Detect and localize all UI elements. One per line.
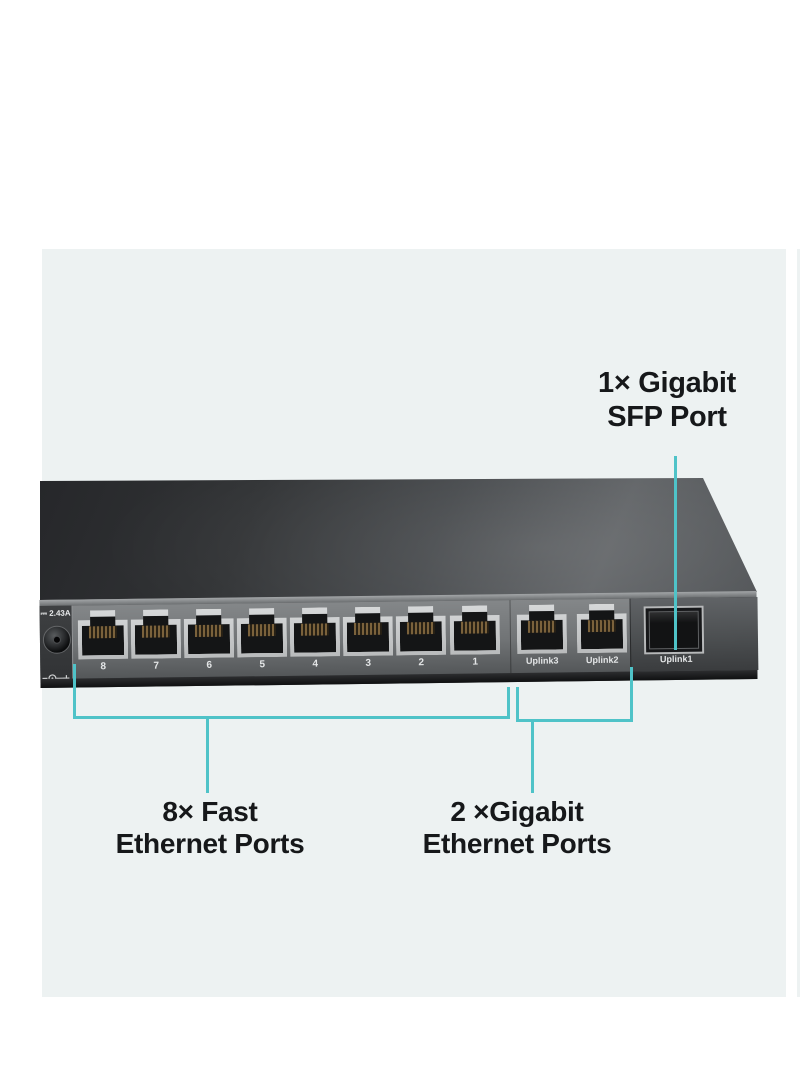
adjacent-image-sliver [797, 249, 800, 997]
fast-bracket-right [507, 687, 510, 719]
port-label-uplink3: Uplink3 [525, 655, 559, 666]
rj45-port-uplink3 [517, 604, 568, 654]
fast-bracket-horizontal [73, 716, 510, 719]
switch-top-sheen [40, 478, 757, 600]
port-label-uplink1: Uplink1 [659, 653, 693, 665]
rj45-port-6 [184, 609, 235, 659]
port-label-4: 4 [312, 658, 319, 670]
switch-front-face: ⎓ 2.43A [39, 590, 759, 688]
dc-power-icon: ⎓ [40, 608, 48, 618]
fast-bracket-left [73, 664, 76, 719]
sfp-callout-line1: 1× Gigabit [597, 367, 737, 399]
fast-bracket-stem [206, 719, 209, 793]
gigabit-bracket-horizontal [516, 719, 633, 722]
fast-callout-line1: 8× Fast [162, 796, 258, 827]
network-switch: ⎓ 2.43A [39, 478, 759, 694]
gigabit-callout-text: 2 ×Gigabit Ethernet Ports [423, 796, 612, 860]
rj45-port-7 [131, 609, 182, 659]
rj45-port-3 [343, 607, 394, 657]
sfp-callout-text: 1× Gigabit SFP Port [598, 366, 736, 434]
port-label-1: 1 [472, 656, 479, 668]
power-section: ⎓ 2.43A [39, 605, 73, 683]
dc-power-jack [42, 625, 72, 654]
port-label-8: 8 [100, 661, 107, 673]
port-label-uplink2: Uplink2 [585, 654, 619, 666]
rj45-port-5 [237, 608, 288, 658]
rj45-port-uplink2 [577, 604, 628, 654]
port-label-2: 2 [418, 657, 425, 669]
port-label-7: 7 [153, 660, 160, 672]
port-label-3: 3 [365, 657, 372, 669]
sfp-pointer-line [674, 456, 677, 650]
switch-top-face [40, 478, 757, 600]
rj45-port-2 [396, 606, 447, 656]
rj45-port-1 [450, 605, 501, 655]
port-label-5: 5 [259, 659, 266, 671]
gigabit-callout-line1: 2 ×Gigabit [450, 796, 584, 827]
dc-jack-pin [52, 635, 61, 644]
gigabit-bracket-stem [531, 722, 534, 793]
fast-callout-text: 8× Fast Ethernet Ports [116, 796, 305, 860]
gigabit-bracket-left [516, 687, 519, 722]
sfp-callout-line2: SFP Port [607, 401, 727, 433]
gigabit-callout-line2: Ethernet Ports [422, 828, 612, 859]
fast-callout-line2: Ethernet Ports [115, 828, 305, 859]
gigabit-bracket-right [630, 667, 633, 722]
rj45-port-4 [290, 607, 341, 657]
rj45-port-8 [78, 610, 129, 660]
port-label-6: 6 [206, 659, 213, 671]
